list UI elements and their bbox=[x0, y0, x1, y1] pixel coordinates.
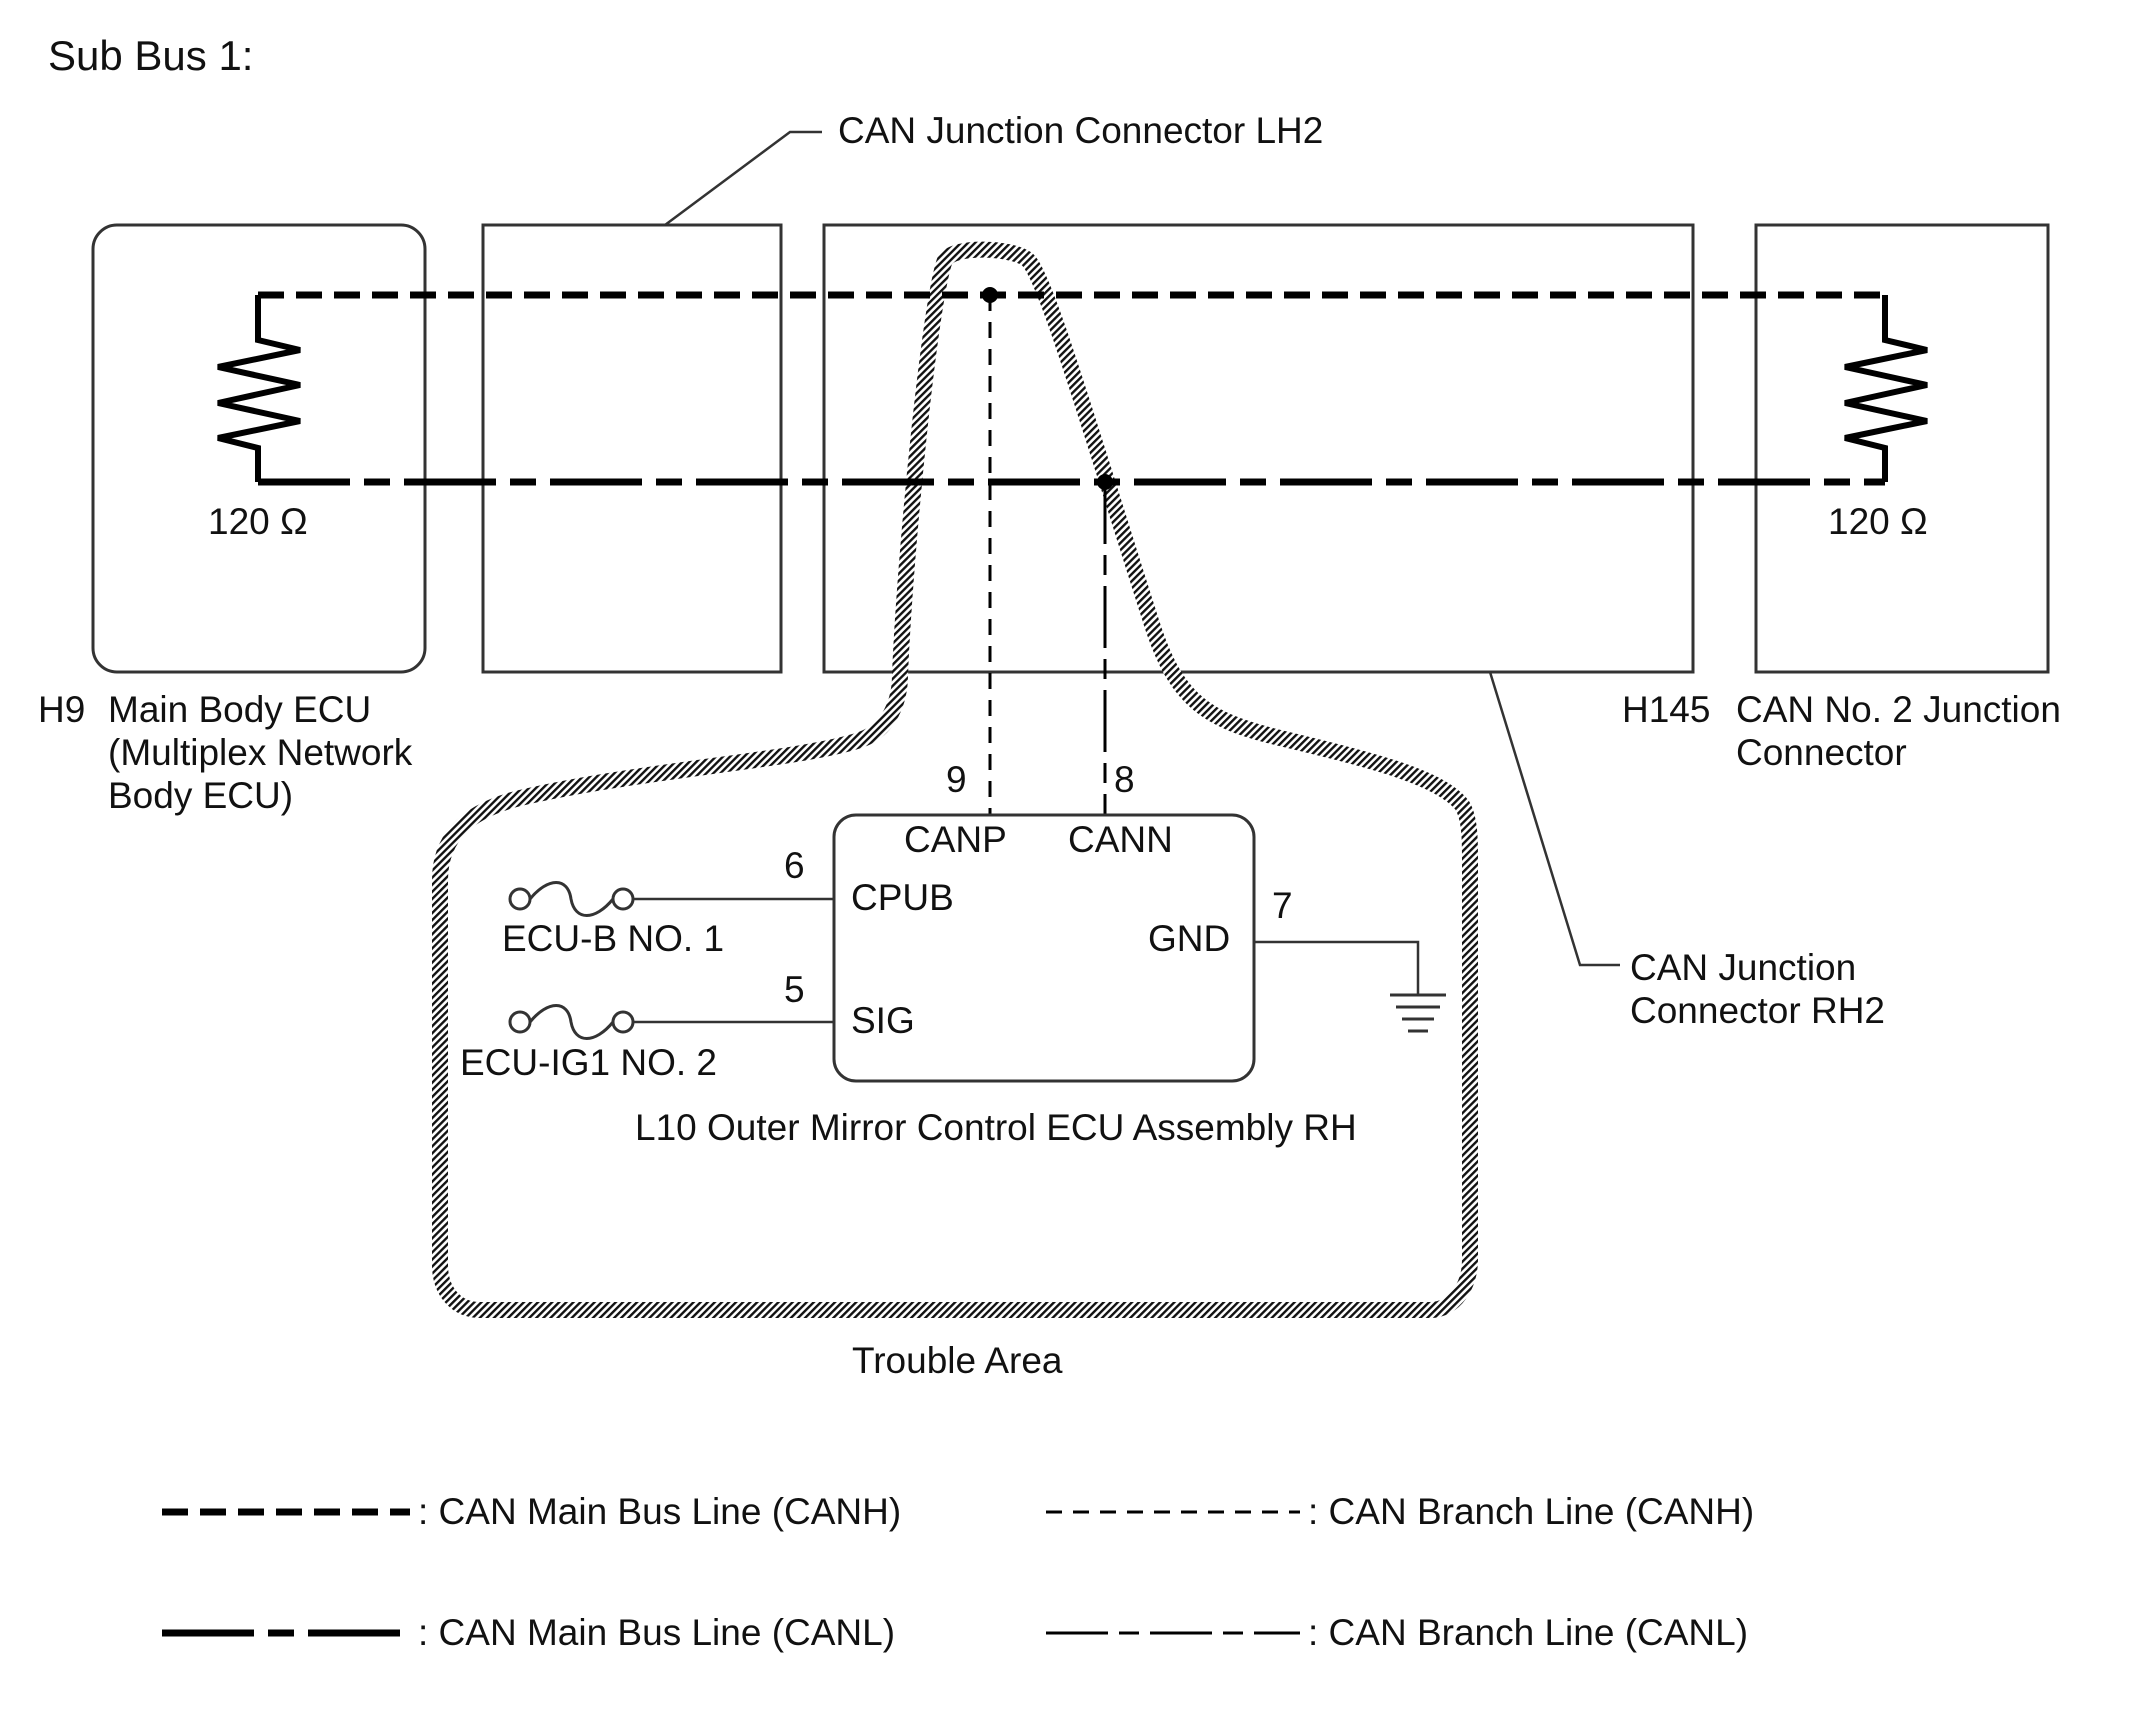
leader-lh2 bbox=[664, 130, 822, 227]
resistor-right-label: 120 Ω bbox=[1828, 501, 1928, 542]
h9-name-line1: Main Body ECU bbox=[108, 689, 371, 730]
h9-code: H9 bbox=[38, 689, 85, 730]
pin-7-number: 7 bbox=[1272, 885, 1293, 926]
pin-5-number: 5 bbox=[784, 969, 805, 1010]
junction-connector-lh2-box bbox=[481, 223, 783, 674]
pin-8-number: 8 bbox=[1114, 759, 1135, 800]
fuse-ecu-b-label: ECU-B NO. 1 bbox=[502, 918, 724, 959]
fuse-ecu-ig1-label: ECU-IG1 NO. 2 bbox=[460, 1042, 717, 1083]
leader-rh2 bbox=[1488, 671, 1620, 967]
h145-name-line1: CAN No. 2 Junction bbox=[1736, 689, 2061, 730]
canh-junction-dot bbox=[982, 287, 998, 303]
diagram-title: Sub Bus 1: bbox=[48, 32, 253, 79]
pin-canp-label: CANP bbox=[904, 819, 1007, 860]
pin-6-number: 6 bbox=[784, 845, 805, 886]
fuse-ecu-ig1-icon bbox=[508, 1004, 635, 1040]
can-no2-junction-box bbox=[1754, 223, 2050, 674]
trouble-area-outline bbox=[432, 241, 1478, 1318]
pin-cann-label: CANN bbox=[1068, 819, 1173, 860]
outer-mirror-ecu-box bbox=[832, 813, 1256, 1083]
pin-sig-label: SIG bbox=[851, 1000, 915, 1041]
legend-main-l-label: : CAN Main Bus Line (CANL) bbox=[418, 1612, 895, 1653]
outer-mirror-ecu-label: L10 Outer Mirror Control ECU Assembly RH bbox=[635, 1107, 1357, 1148]
h145-code: H145 bbox=[1622, 689, 1710, 730]
canl-junction-dot bbox=[1097, 474, 1113, 490]
junction-connector-rh2-box bbox=[822, 223, 1695, 674]
resistor-left-label: 120 Ω bbox=[208, 501, 308, 542]
legend-branch-h-label: : CAN Branch Line (CANH) bbox=[1308, 1491, 1754, 1532]
resistor-left bbox=[217, 295, 301, 482]
legend-branch-l-label: : CAN Branch Line (CANL) bbox=[1308, 1612, 1748, 1653]
rh2-label-line1: CAN Junction bbox=[1630, 947, 1856, 988]
legend-main-h-label: : CAN Main Bus Line (CANH) bbox=[418, 1491, 901, 1532]
h9-name-line3: Body ECU) bbox=[108, 775, 293, 816]
lh2-label: CAN Junction Connector LH2 bbox=[838, 110, 1323, 151]
h145-name-line2: Connector bbox=[1736, 732, 1907, 773]
main-body-ecu-box bbox=[91, 223, 427, 674]
pin-gnd-label: GND bbox=[1148, 918, 1230, 959]
ground-symbol bbox=[1390, 993, 1446, 1033]
gnd-wire bbox=[1254, 940, 1420, 995]
pin-cpub-label: CPUB bbox=[851, 877, 954, 918]
trouble-area-label: Trouble Area bbox=[852, 1340, 1063, 1381]
pin-9-number: 9 bbox=[946, 759, 967, 800]
h9-name-line2: (Multiplex Network bbox=[108, 732, 413, 773]
fuse-ecu-b-icon bbox=[508, 881, 635, 917]
rh2-label-line2: Connector RH2 bbox=[1630, 990, 1885, 1031]
resistor-right bbox=[1844, 295, 1928, 482]
